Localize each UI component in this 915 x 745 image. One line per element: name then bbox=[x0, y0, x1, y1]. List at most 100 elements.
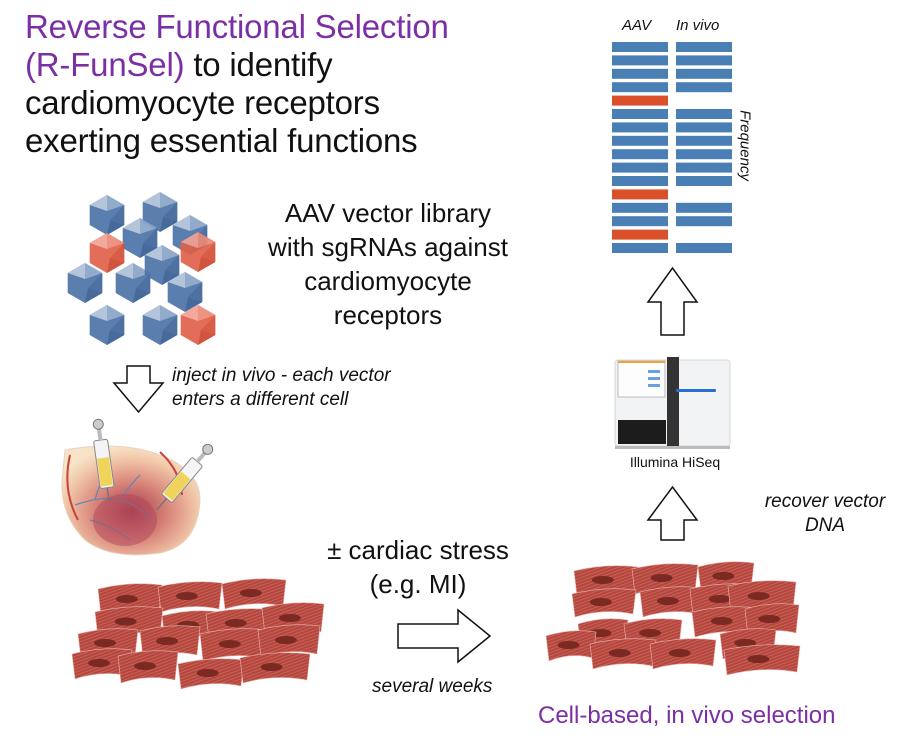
library-line: AAV vector library bbox=[284, 198, 492, 228]
aav-particle-blue bbox=[115, 263, 151, 303]
page-title: Reverse Functional Selection (R-FunSel) … bbox=[25, 8, 449, 160]
duration-label: several weeks bbox=[372, 676, 493, 697]
cardiomyocyte-cell bbox=[545, 630, 597, 662]
frequency-bar-aav bbox=[612, 55, 668, 66]
up-arrow-icon bbox=[646, 266, 699, 336]
heart-injection-illustration bbox=[61, 418, 214, 556]
cardiomyocyte-cell bbox=[139, 625, 201, 659]
stress-line-1: ± cardiac stress bbox=[327, 535, 509, 565]
frequency-bar-aav bbox=[612, 122, 668, 133]
cardiomyocyte-cell bbox=[723, 644, 801, 676]
cell-nucleus bbox=[278, 614, 301, 622]
cell-nucleus bbox=[218, 640, 241, 648]
cell-nucleus bbox=[115, 595, 138, 603]
cell-nucleus bbox=[224, 619, 247, 627]
inject-line-2: enters a different cell bbox=[172, 389, 349, 410]
frequency-bar-aav bbox=[612, 176, 668, 186]
frequency-bar-in-vivo bbox=[676, 162, 732, 173]
cell-nucleus bbox=[650, 574, 673, 582]
cardiomyocyte-cell bbox=[744, 603, 800, 637]
cell-nucleus bbox=[639, 629, 662, 637]
frequency-bar-in-vivo bbox=[676, 149, 732, 160]
cardiomyocyte-cluster-before bbox=[71, 578, 325, 690]
frequency-bar-in-vivo bbox=[676, 216, 732, 227]
library-line: cardiomyocyte bbox=[304, 266, 472, 296]
title-line-1: Reverse Functional Selection bbox=[25, 8, 449, 45]
aav-particle-red bbox=[180, 305, 216, 345]
aav-particle-blue bbox=[122, 218, 158, 258]
cardiomyocyte-cell bbox=[571, 588, 637, 618]
cell-nucleus bbox=[747, 592, 770, 600]
stress-description: ± cardiac stress (e.g. MI) bbox=[318, 533, 518, 601]
aav-particle-red bbox=[89, 233, 125, 273]
frequency-axis-label: Frequency bbox=[736, 110, 754, 181]
cell-nucleus bbox=[656, 597, 679, 605]
frequency-bar-aav bbox=[612, 68, 668, 79]
cell-nucleus bbox=[88, 659, 110, 667]
aav-particle-cluster bbox=[67, 192, 216, 345]
aav-particle-blue bbox=[142, 305, 178, 345]
cell-nucleus bbox=[196, 669, 219, 677]
cardiomyocyte-cell bbox=[639, 586, 703, 618]
title-acronym: (R-FunSel) bbox=[25, 46, 185, 83]
cell-nucleus bbox=[712, 572, 735, 580]
cardiomyocyte-cell bbox=[157, 581, 223, 613]
down-arrow-icon bbox=[112, 365, 165, 414]
frequency-bar-aav bbox=[612, 216, 668, 227]
title-line-4: exerting essential functions bbox=[25, 122, 418, 159]
recover-line-1: recover vector bbox=[764, 491, 886, 512]
cell-nucleus bbox=[710, 617, 733, 625]
cell-nucleus bbox=[114, 617, 137, 626]
frequency-bar-in-vivo bbox=[676, 42, 732, 52]
cardiomyocyte-cell bbox=[71, 648, 133, 680]
cell-nucleus bbox=[156, 637, 178, 645]
cardiomyocyte-cluster-after bbox=[545, 561, 801, 676]
frequency-bar-in-vivo bbox=[676, 122, 732, 133]
title-line-2-rest: to identify bbox=[184, 46, 333, 83]
frequency-bar-aav bbox=[612, 82, 668, 93]
aav-particle-blue bbox=[89, 195, 125, 235]
stress-line-2: (e.g. MI) bbox=[369, 569, 467, 599]
aav-particle-blue bbox=[144, 245, 180, 285]
up-arrow-icon bbox=[646, 485, 699, 541]
cardiomyocyte-cell bbox=[221, 578, 287, 610]
recover-line-2: DNA bbox=[804, 515, 846, 536]
cell-nucleus bbox=[134, 662, 156, 670]
frequency-bar-in-vivo bbox=[676, 176, 732, 186]
cell-nucleus bbox=[175, 592, 198, 600]
aav-particle-blue bbox=[167, 272, 203, 312]
aav-particle-red bbox=[180, 232, 216, 272]
cardiomyocyte-cell bbox=[177, 658, 245, 690]
aav-particle-blue bbox=[142, 192, 178, 232]
frequency-bar-in-vivo bbox=[676, 82, 732, 93]
frequency-bar-aav bbox=[612, 162, 668, 173]
library-line: with sgRNAs against bbox=[268, 232, 508, 262]
cardiomyocyte-cell bbox=[199, 628, 267, 662]
sequencer-label: Illumina HiSeq bbox=[629, 454, 721, 470]
frequency-bar-in-vivo bbox=[676, 202, 732, 213]
selection-caption: Cell-based, in vivo selection bbox=[538, 702, 836, 729]
frequency-bar-in-vivo bbox=[676, 68, 732, 79]
cardiomyocyte-cell bbox=[239, 652, 311, 684]
cardiomyocyte-cell bbox=[257, 624, 321, 658]
frequency-bar-aav bbox=[612, 243, 668, 253]
column-header-aav: AAV bbox=[622, 17, 652, 34]
frequency-bar-panel bbox=[612, 42, 732, 253]
recover-dna-description: recover vector DNA bbox=[735, 490, 915, 538]
cell-nucleus bbox=[668, 649, 691, 657]
title-line-3: cardiomyocyte receptors bbox=[25, 84, 380, 121]
frequency-bar-aav bbox=[612, 95, 668, 106]
library-description: AAV vector library with sgRNAs against c… bbox=[228, 196, 548, 332]
column-header-in-vivo: In vivo bbox=[676, 17, 720, 34]
cell-nucleus bbox=[734, 639, 757, 647]
cardiomyocyte-cell bbox=[117, 650, 179, 684]
cardiomyocyte-cell bbox=[589, 638, 657, 670]
frequency-bar-in-vivo bbox=[676, 135, 732, 146]
right-arrow-icon bbox=[397, 608, 492, 664]
frequency-bar-aav bbox=[612, 202, 668, 213]
frequency-bar-aav bbox=[612, 189, 668, 200]
cell-nucleus bbox=[94, 639, 116, 647]
cell-nucleus bbox=[758, 615, 781, 623]
frequency-bar-aav bbox=[612, 42, 668, 52]
